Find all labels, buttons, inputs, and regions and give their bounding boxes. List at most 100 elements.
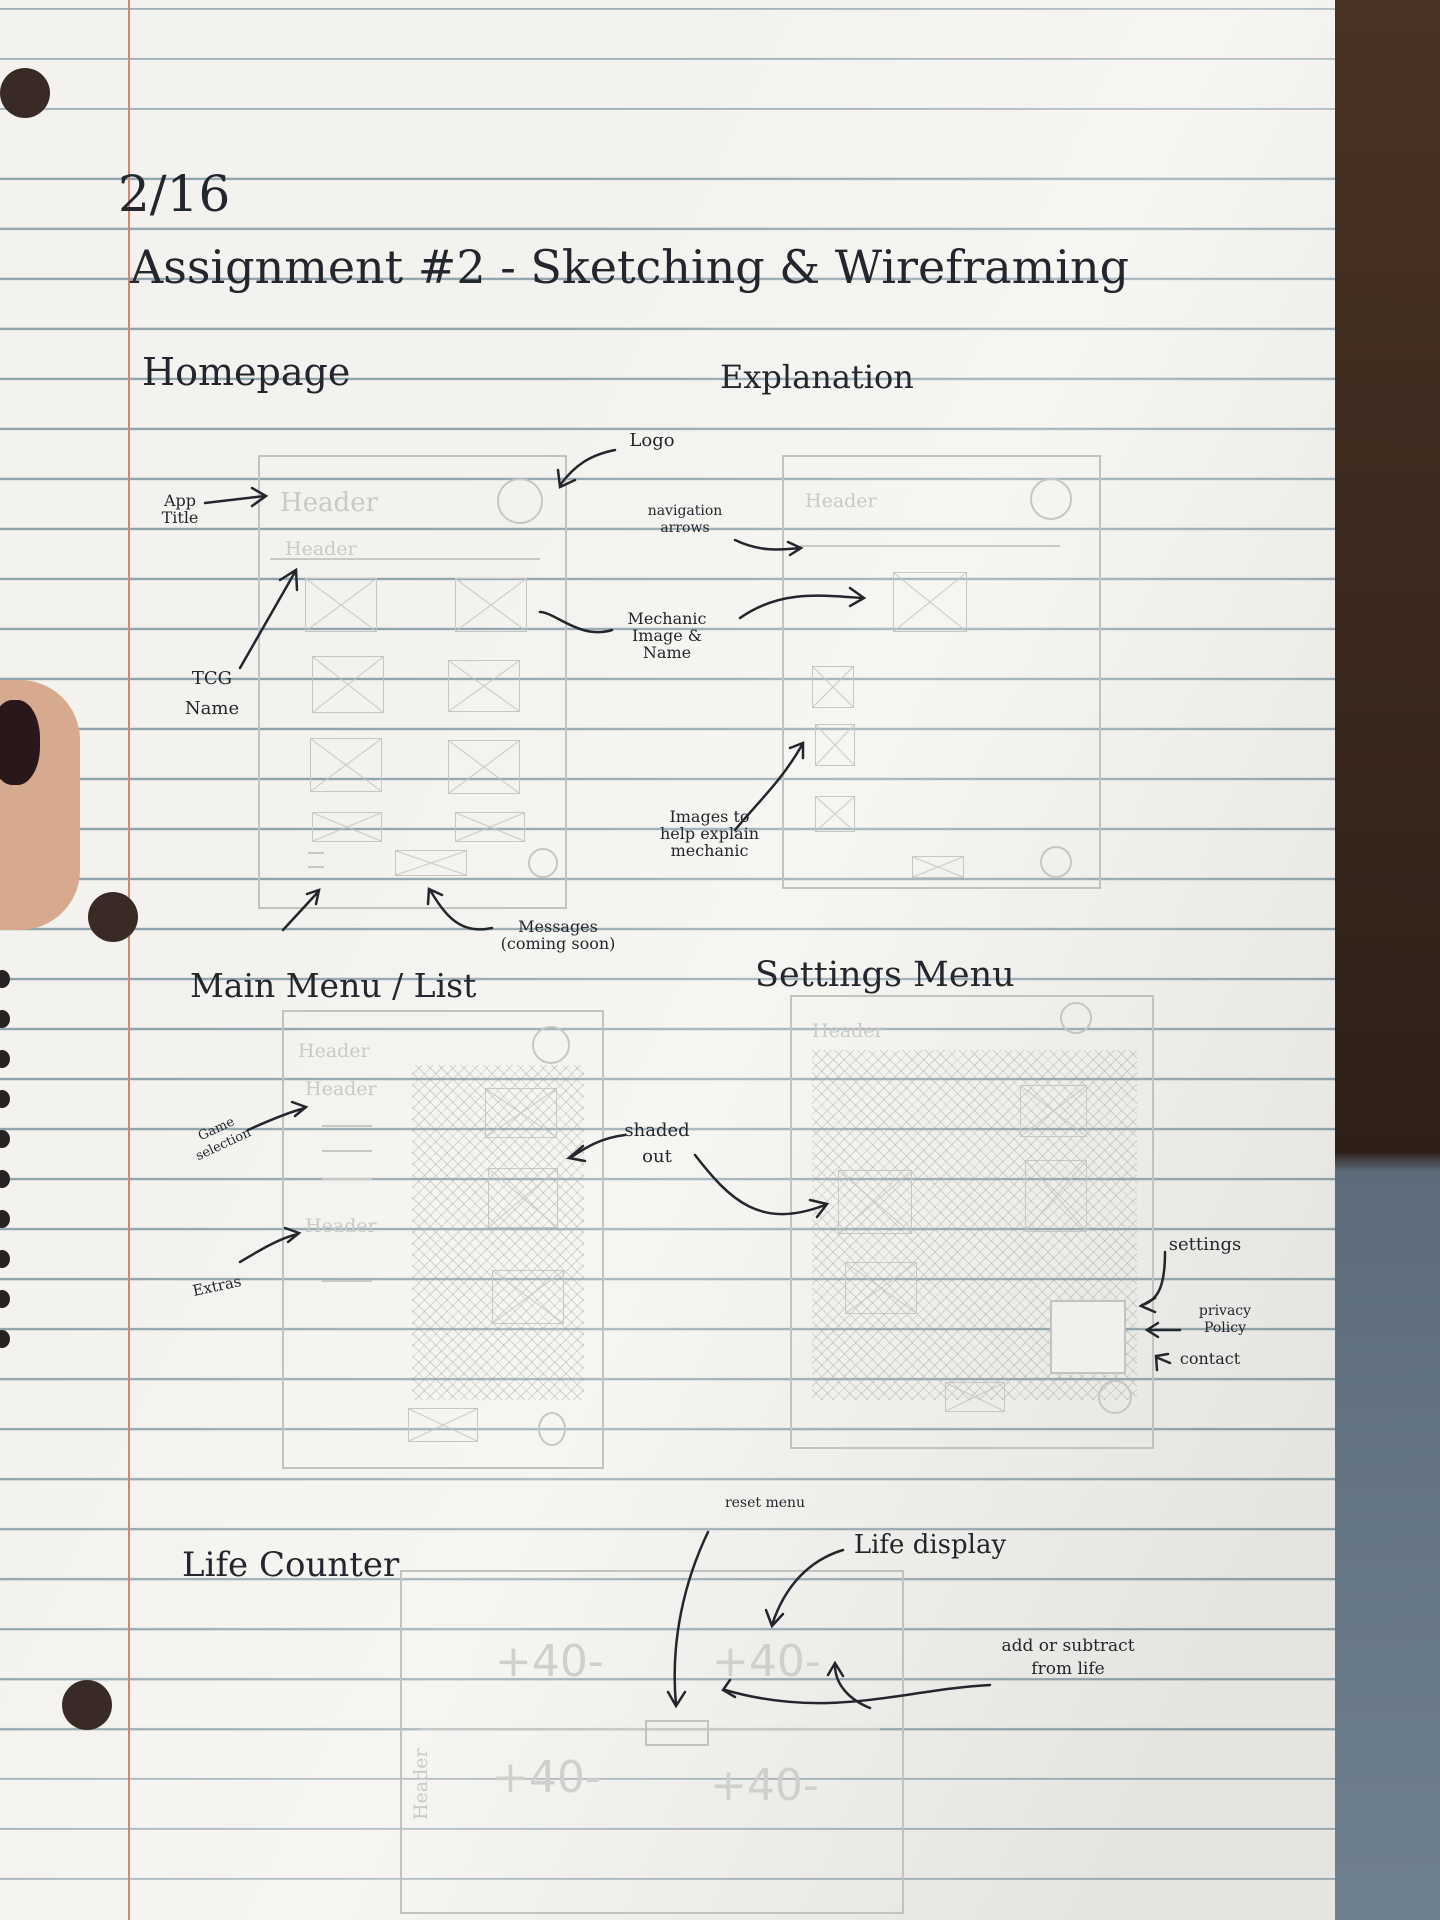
arrow-settings [1138, 1250, 1167, 1314]
arrow-shaded-left [566, 1133, 627, 1163]
arrow-privacy [1144, 1321, 1182, 1339]
list-item-line [322, 1150, 372, 1152]
arrow-navigation [733, 538, 804, 557]
arrow-tcg-name [238, 567, 299, 670]
section-main-menu: Main Menu / List [190, 966, 477, 1005]
image-placeholder-icon [912, 856, 964, 878]
settings-wireframe [790, 995, 1154, 1449]
image-placeholder-icon [812, 666, 854, 708]
life-display-top-right: +40- [712, 1636, 821, 1687]
reset-menu-box [645, 1720, 709, 1746]
section-explanation: Explanation [720, 358, 914, 396]
arrow-app-title [203, 486, 269, 508]
settings-panel [1050, 1300, 1126, 1374]
arrow-add-subtract-1 [721, 1678, 992, 1705]
date: 2/16 [118, 165, 231, 223]
annotation-navigation-arrows: navigation arrows [647, 503, 723, 536]
background-desk [1335, 0, 1440, 1920]
image-placeholder-icon [408, 1408, 478, 1442]
circle-placeholder-icon [532, 1026, 570, 1064]
life-display-bottom-right: +40- [710, 1760, 819, 1811]
arrow-add-subtract-2 [826, 1660, 872, 1710]
image-placeholder-icon [492, 1270, 564, 1324]
logo-placeholder-icon [497, 478, 543, 524]
section-settings: Settings Menu [755, 955, 1015, 995]
image-placeholder-icon [488, 1168, 558, 1228]
navigation-arrows-bar [800, 545, 1060, 547]
image-placeholder-icon [838, 1170, 912, 1234]
explanation-wireframe [782, 455, 1101, 889]
circle-placeholder-icon [1060, 1002, 1092, 1034]
binder-hole-bottom [62, 1680, 112, 1730]
homepage-divider [270, 558, 540, 560]
annotation-images-explain: Images to help explain mechanic [659, 807, 760, 860]
thumbnail-polish [0, 700, 40, 785]
list-item-line [322, 1178, 372, 1180]
annotation-add-subtract: add or subtract from life [1001, 1636, 1135, 1679]
circle-placeholder-icon [1030, 478, 1072, 520]
settings-header: Header [812, 1020, 884, 1042]
menu-lines-icon [308, 852, 324, 854]
image-placeholder-icon [305, 578, 377, 632]
circle-placeholder-icon [528, 848, 558, 878]
image-placeholder-icon [312, 812, 382, 842]
image-placeholder-icon [945, 1382, 1005, 1412]
life-display-top-left: +40- [495, 1636, 604, 1687]
list-item-line [322, 1280, 372, 1282]
annotation-app-title: App Title [161, 491, 199, 527]
main-menu-header-2: Header [305, 1078, 377, 1100]
annotation-reset-menu: reset menu [724, 1495, 806, 1511]
section-life-counter: Life Counter [182, 1545, 400, 1585]
arrow-menu-left [281, 888, 321, 932]
arrow-life-display [764, 1548, 845, 1629]
annotation-mechanic-image-name: Mechanic Image & Name [627, 609, 707, 662]
homepage-wireframe [258, 455, 567, 909]
arrow-messages [426, 887, 494, 931]
life-counter-divider [420, 1728, 880, 1730]
annotation-shaded-out: shaded out [624, 1120, 690, 1167]
arrow-mechanic-right [738, 586, 867, 620]
image-placeholder-icon [448, 660, 520, 712]
list-item-line [322, 1125, 372, 1127]
annotation-messages: Messages (coming soon) [500, 917, 616, 953]
image-placeholder-icon [448, 740, 520, 794]
image-placeholder-icon [815, 724, 855, 766]
menu-lines-icon [308, 866, 324, 868]
annotation-contact: contact [1179, 1349, 1241, 1368]
image-placeholder-icon [312, 656, 384, 713]
life-display-bottom-left: +40- [492, 1752, 601, 1803]
image-placeholder-icon [1025, 1160, 1087, 1232]
arrow-reset-menu [666, 1530, 710, 1709]
page-title: Assignment #2 - Sketching & Wireframing [130, 240, 1130, 294]
arrow-images [733, 741, 805, 832]
image-placeholder-icon [1020, 1085, 1087, 1137]
image-placeholder-icon [815, 796, 855, 832]
arrow-shaded-right [693, 1153, 830, 1219]
homepage-header-2: Header [285, 538, 357, 560]
main-menu-header-3: Header [305, 1215, 377, 1237]
explanation-header: Header [805, 490, 877, 512]
annotation-settings: settings [1168, 1234, 1242, 1255]
annotation-life-display: Life display [853, 1530, 1007, 1560]
image-placeholder-icon [455, 812, 525, 842]
section-homepage: Homepage [142, 350, 351, 394]
image-placeholder-icon [845, 1262, 917, 1314]
notebook-page [0, 0, 1335, 1920]
circle-placeholder-icon [1098, 1380, 1132, 1414]
annotation-privacy-policy: privacy Policy [1198, 1303, 1252, 1336]
arrow-contact [1154, 1352, 1172, 1372]
annotation-logo: Logo [629, 430, 675, 451]
arrow-game-selection [246, 1100, 309, 1132]
arrow-mechanic-left [538, 610, 614, 634]
homepage-header-1: Header [280, 488, 379, 518]
arrow-extras [238, 1226, 302, 1264]
image-placeholder-icon [455, 578, 527, 632]
circle-placeholder-icon [1040, 846, 1072, 878]
image-placeholder-icon [893, 572, 967, 632]
image-placeholder-icon [310, 738, 382, 792]
margin-line [128, 0, 130, 1920]
arrow-logo [556, 448, 617, 489]
messages-placeholder-icon [395, 850, 467, 876]
main-menu-header-1: Header [298, 1040, 370, 1062]
